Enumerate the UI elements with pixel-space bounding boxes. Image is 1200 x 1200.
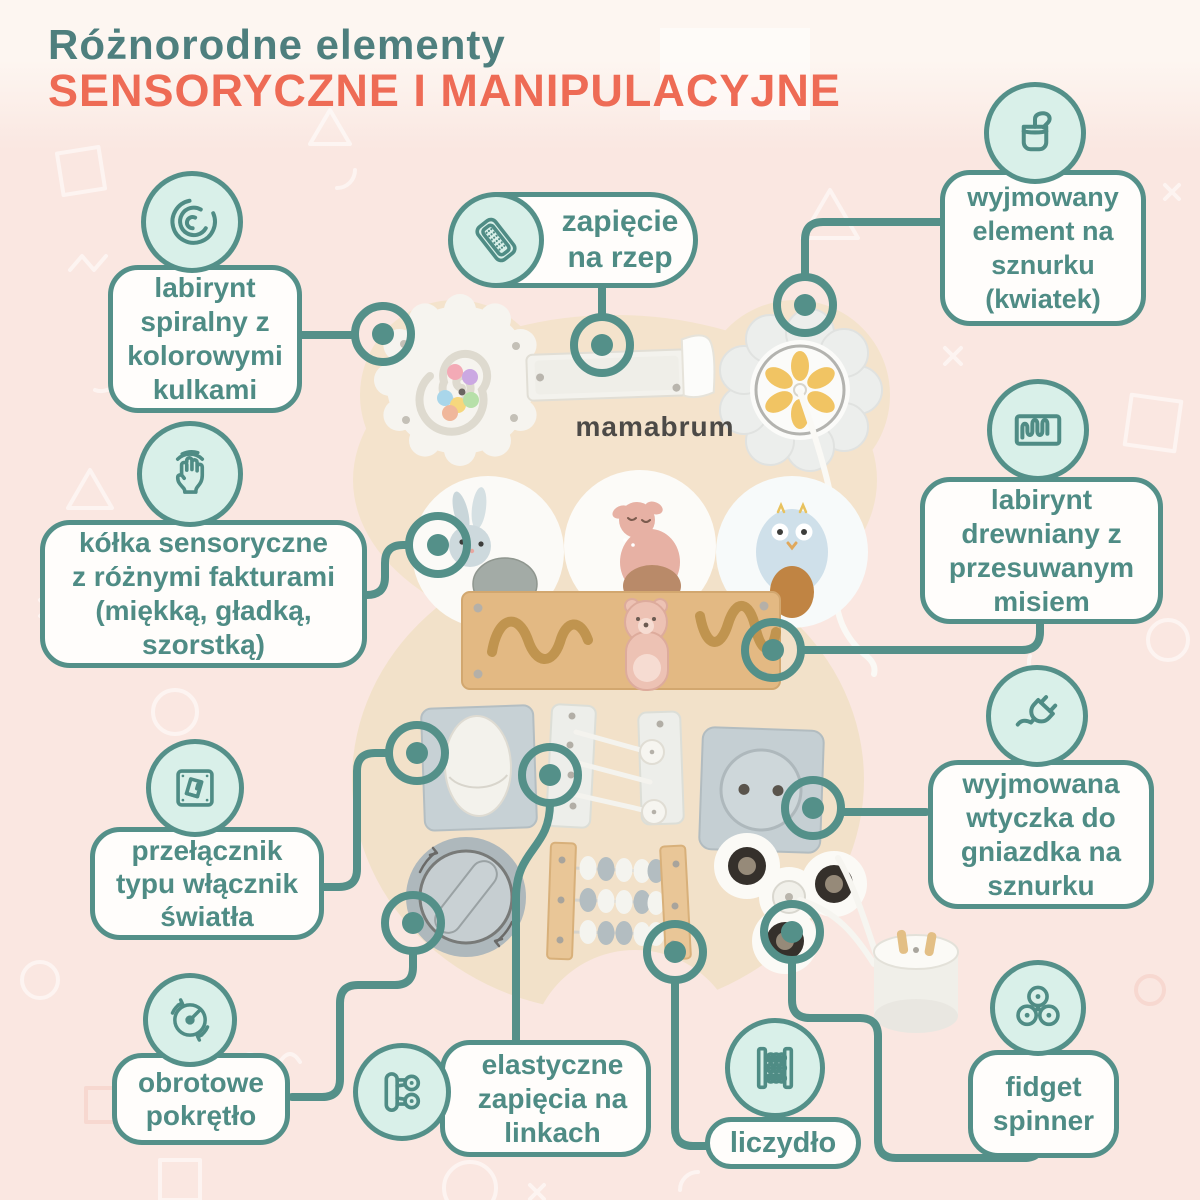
abacus-element (546, 841, 692, 961)
title-line-2: SENSORYCZNE I MANIPULACYJNE (48, 65, 841, 117)
callout-label-line: kółka sensoryczne (78, 527, 329, 558)
target-markers (351, 273, 845, 984)
callout-label-line: zapięcia na (477, 1082, 628, 1114)
connector-abacus (671, 976, 711, 1150)
connector-sensory-circles (363, 541, 413, 599)
sensory-texture-circles (412, 470, 868, 628)
callout-label-line: z różnymi fakturami (72, 561, 335, 592)
callout-string-element: wyjmowany element na sznurku (kwiatek) (940, 170, 1146, 326)
callout-label-line: na rzep (567, 241, 673, 274)
velcro-icon (448, 192, 544, 288)
yellow-petals (765, 351, 835, 429)
connector-string-element (801, 218, 944, 281)
callout-label-line: labirynt (990, 483, 1093, 515)
callout-label-line: pokrętło (145, 1100, 257, 1131)
callout-label-line: przesuwanym (948, 551, 1135, 583)
sliding-bear-figure (624, 598, 669, 691)
callout-light-switch: przełącznik typu włącznik światła (90, 827, 324, 940)
callout-label-line: misiem (993, 585, 1090, 617)
connector-rotary-knob (288, 947, 417, 1101)
callout-label-line: drewniany z (961, 517, 1122, 549)
callout-label-line: kolorowymi (127, 340, 283, 371)
callout-label-line: kulkami (152, 374, 258, 405)
callout-label-line: wyjmowany (967, 182, 1119, 212)
light-switch-element (420, 704, 538, 832)
spiral-ball-maze (374, 294, 546, 466)
target-marker (385, 721, 449, 785)
rotary-knob-icon (143, 973, 237, 1067)
target-marker (643, 920, 707, 984)
colorful-balls (437, 364, 479, 421)
plug-string (797, 855, 879, 967)
callout-label-line: spinner (992, 1105, 1095, 1136)
bear-slide-maze (461, 591, 781, 691)
callout-label-line: zapięcie (561, 205, 679, 238)
callout-label-line: linkach (504, 1116, 601, 1148)
target-marker (518, 743, 582, 807)
title-line-1: Różnorodne elementy (48, 21, 506, 68)
target-marker (405, 512, 471, 578)
callout-label-line: sznurku (991, 250, 1095, 280)
callout-label-line: (kwiatek) (985, 284, 1101, 314)
brand-logo: mamabrum (576, 411, 735, 442)
callout-spiral-maze: labirynt spiralny z kolorowymi kulkami (108, 265, 302, 413)
elastic-links-icon (353, 1043, 451, 1141)
page-title: Różnorodne elementy SENSORYCZNE I MANIPU… (48, 22, 841, 116)
callout-plug-socket: wyjmowana wtyczka do gniazdka na sznurku (928, 760, 1154, 909)
callout-label-line: liczydło (729, 1127, 837, 1159)
callout-fidget-spinner: fidget spinner (968, 1050, 1119, 1158)
spinner-bearings (728, 847, 853, 960)
callout-label-line: obrotowe (138, 1067, 264, 1098)
flower-element (719, 308, 883, 677)
connector-elastic-links (512, 799, 554, 1046)
target-marker (760, 900, 824, 964)
string-element-icon (984, 82, 1086, 184)
callout-label-line: fidget (1005, 1071, 1082, 1102)
target-marker (381, 891, 445, 955)
spiral-maze-icon (141, 171, 243, 273)
callout-label-line: labirynt (154, 272, 256, 303)
callout-label-line: sznurku (987, 869, 1095, 901)
target-marker (741, 618, 805, 682)
callout-sensory-circles: kółka sensoryczne z różnymi fakturami (m… (40, 520, 367, 668)
touch-hand-icon (137, 421, 243, 527)
callout-label-line: szorstką) (142, 629, 265, 660)
target-marker (570, 313, 634, 377)
target-marker (781, 776, 845, 840)
light-switch-icon (146, 739, 244, 837)
callout-abacus: liczydło (705, 1117, 861, 1169)
callout-label-line: typu włącznik (115, 868, 299, 899)
callout-label-line: przełącznik (131, 835, 283, 866)
callout-rotary-knob: obrotowe pokrętło (112, 1053, 290, 1145)
callout-label-line: światła (160, 901, 254, 932)
callout-label-line: elastyczne (481, 1048, 624, 1080)
callout-label-line: element na (972, 216, 1114, 246)
target-marker (773, 273, 837, 337)
abacus-beads (579, 856, 665, 946)
plug-icon (986, 665, 1088, 767)
fidget-spinner-icon (990, 960, 1086, 1056)
connector-wooden-maze (797, 619, 1044, 654)
connector-light-switch (319, 749, 393, 891)
callout-label-line: wyjmowana (962, 767, 1120, 799)
callout-label-line: gniazdka na (960, 835, 1122, 867)
abacus-icon (725, 1018, 825, 1118)
plug-on-string-element (797, 855, 959, 1033)
wooden-maze-icon (987, 379, 1089, 481)
callout-label-line: (miękką, gładką, (95, 595, 312, 626)
target-marker (351, 302, 415, 366)
elastic-cord-element (545, 703, 685, 829)
callout-label-line: spiralny z (140, 306, 270, 337)
callout-wooden-maze: labirynt drewniany z przesuwanym misiem (920, 477, 1163, 624)
callout-label-line: wtyczka do (966, 801, 1116, 833)
callout-elastic-links: elastyczne zapięcia na linkach (440, 1040, 651, 1157)
